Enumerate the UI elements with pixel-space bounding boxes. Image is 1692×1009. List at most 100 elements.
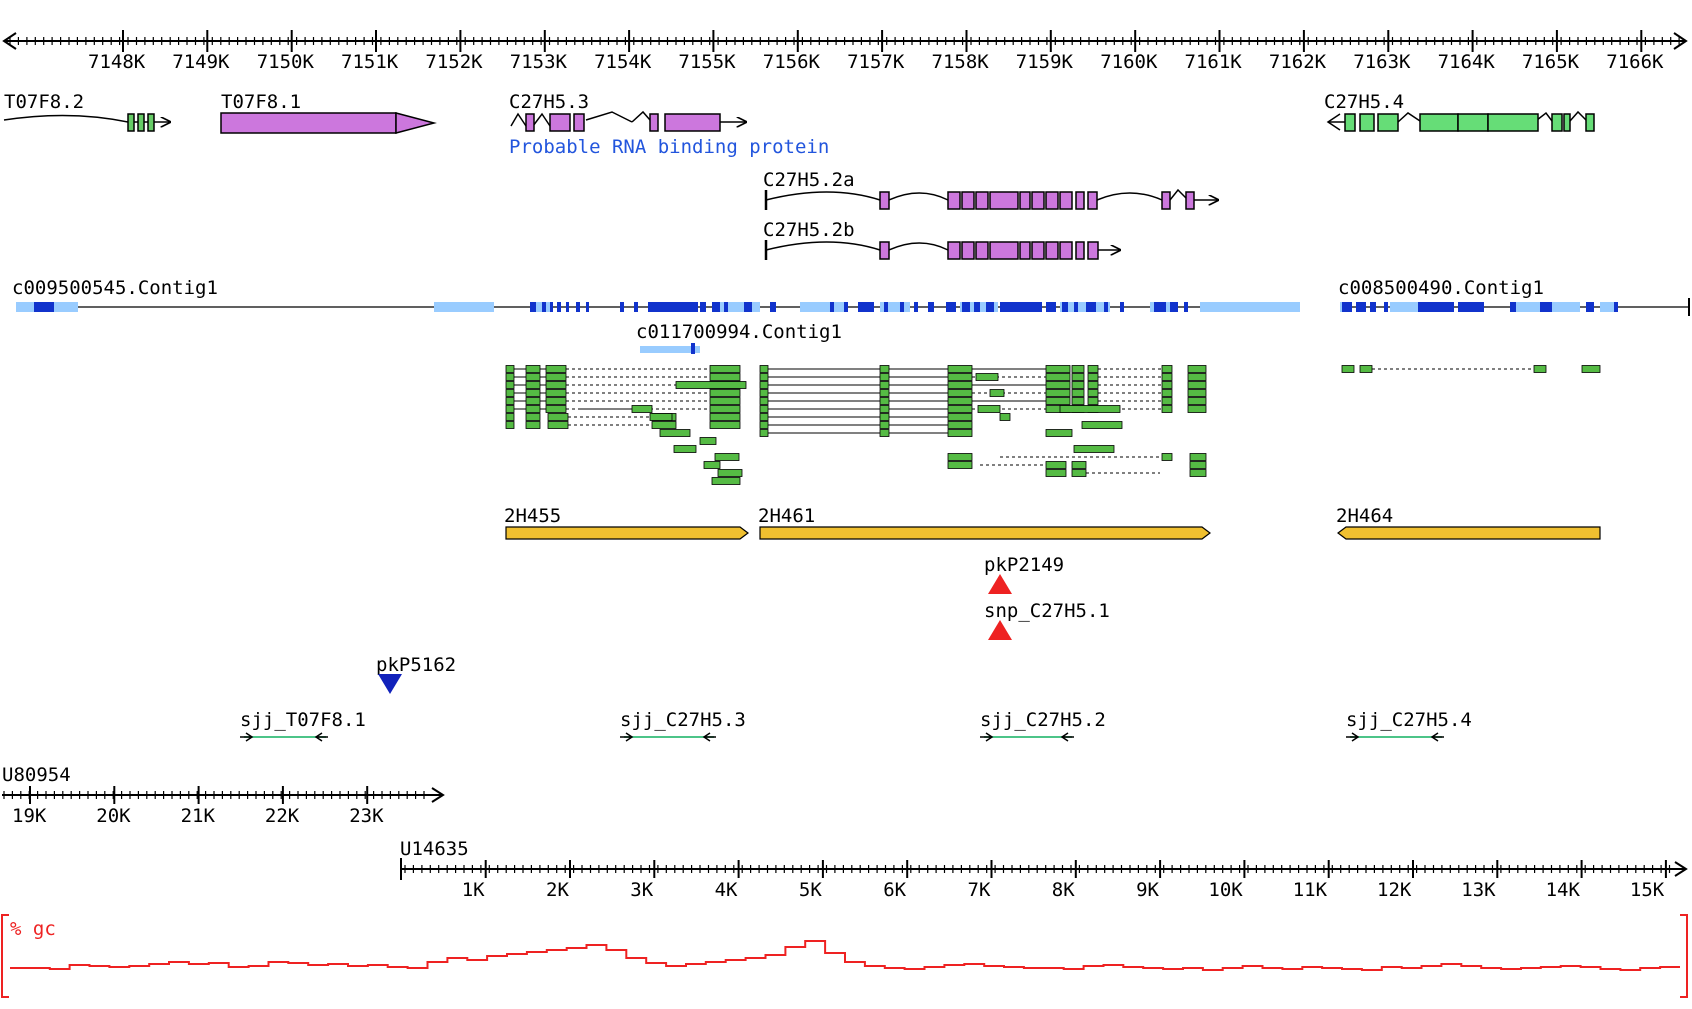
est-exon xyxy=(525,389,541,397)
gene-c27h5-2a[interactable]: C27H5.2a xyxy=(763,169,1218,210)
clone-2h461[interactable]: 2H461 xyxy=(758,505,1211,540)
contig-light-segment xyxy=(1200,302,1300,312)
ruler-tick-label: 7157K xyxy=(847,51,905,73)
est-exon xyxy=(1073,445,1115,453)
triangle-up-icon xyxy=(988,574,1012,594)
est-exon xyxy=(1071,373,1085,381)
est-exon xyxy=(879,413,890,421)
contig-light-segment xyxy=(880,302,910,312)
est-exon xyxy=(879,373,890,381)
u14635-tick-label: 4K xyxy=(715,879,738,901)
marker-snp[interactable]: snp_C27H5.1 xyxy=(984,600,1110,640)
contig-dark-segment xyxy=(962,302,970,312)
contig-dark-segment xyxy=(1384,302,1388,312)
est-exon xyxy=(1581,365,1601,373)
est-exon xyxy=(759,429,769,437)
contig-dark-segment xyxy=(1510,302,1516,312)
est-exon xyxy=(709,365,741,373)
primer-sjj-t07f8-1[interactable]: sjj_T07F8.1 xyxy=(240,709,366,742)
contig-dark-segment xyxy=(1170,302,1178,312)
est-exon xyxy=(989,389,1005,397)
gene-c27h5-4[interactable]: C27H5.4 xyxy=(1324,91,1595,132)
clone-2h464[interactable]: 2H464 xyxy=(1336,505,1601,540)
est-exon xyxy=(1189,469,1207,477)
est-exon xyxy=(1045,461,1067,469)
ruler-tick-label: 7162K xyxy=(1269,51,1327,73)
gene-t07f8-1[interactable]: T07F8.1 xyxy=(220,91,437,134)
gc-label: % gc xyxy=(10,918,56,940)
contig-dark-segment xyxy=(1540,302,1552,312)
est-exon xyxy=(1087,381,1099,389)
clone-2h455[interactable]: 2H455 xyxy=(504,505,749,540)
est-exon xyxy=(1045,373,1071,381)
est-exon xyxy=(759,405,769,413)
contig-dark-segment xyxy=(530,302,536,312)
u14635-tick-label: 1K xyxy=(462,879,485,901)
clone-label-2h455: 2H455 xyxy=(504,505,561,527)
est-exon xyxy=(879,421,890,429)
contig-light-segment xyxy=(1510,302,1540,312)
contig-dark-segment xyxy=(1342,302,1352,312)
est-exon xyxy=(1081,421,1123,429)
est-exon xyxy=(709,389,741,397)
est-exon xyxy=(879,381,890,389)
est-exon xyxy=(525,405,541,413)
contig-dark-segment xyxy=(576,302,580,312)
ruler-tick-label: 7165K xyxy=(1522,51,1580,73)
ruler-tick-label: 7161K xyxy=(1185,51,1243,73)
est-exon xyxy=(1161,373,1173,381)
est-exon xyxy=(1087,373,1099,381)
est-exon xyxy=(1187,365,1207,373)
est-exon xyxy=(759,381,769,389)
est-exon xyxy=(947,397,973,405)
est-exon xyxy=(759,397,769,405)
primer-sjj-c27h5-2[interactable]: sjj_C27H5.2 xyxy=(980,709,1106,742)
contig-dark-segment xyxy=(550,302,553,312)
est-exon xyxy=(1189,461,1207,469)
est-exon xyxy=(879,429,890,437)
est-exon xyxy=(505,421,515,429)
contig-dark-segment xyxy=(1370,302,1376,312)
est-exon xyxy=(505,381,515,389)
ruler-tick-label: 7150K xyxy=(257,51,315,73)
u14635-tick-label: 15K xyxy=(1630,879,1665,901)
gene-t07f8-2[interactable]: T07F8.2 xyxy=(3,91,170,132)
contig-dark-segment xyxy=(1062,302,1068,312)
est-exon xyxy=(1161,453,1173,461)
gene-c27h5-2b[interactable]: C27H5.2b xyxy=(763,219,1120,260)
u14635-tick-label: 7K xyxy=(968,879,991,901)
est-exon xyxy=(1341,365,1355,373)
contig-track xyxy=(16,298,1690,316)
contig-dark-segment xyxy=(770,302,776,312)
u14635-tick-label: 3K xyxy=(630,879,653,901)
gene-label-c27h5-2b: C27H5.2b xyxy=(763,219,855,241)
contig-dark-segment xyxy=(1356,302,1366,312)
marker-pkp5162[interactable]: pkP5162 xyxy=(376,654,456,694)
marker-pkp2149[interactable]: pkP2149 xyxy=(984,554,1064,594)
u14635-tick-label: 6K xyxy=(883,879,906,901)
gene-label-t07f8-2: T07F8.2 xyxy=(4,91,84,113)
contig-light-segment xyxy=(530,302,550,312)
contig-c009500545[interactable]: c009500545.Contig1 xyxy=(12,277,218,299)
contig-dark-segment xyxy=(1418,302,1454,312)
gene-c27h5-3[interactable]: C27H5.3 Probable RNA binding protein xyxy=(509,91,829,158)
est-exon xyxy=(717,469,743,477)
clone-label-2h464: 2H464 xyxy=(1336,505,1393,527)
contig-light-segment xyxy=(1390,302,1420,312)
contig-label-1: c009500545.Contig1 xyxy=(12,277,218,299)
primer-sjj-c27h5-4[interactable]: sjj_C27H5.4 xyxy=(1346,709,1472,742)
contig-c011700994[interactable]: c011700994.Contig1 xyxy=(636,321,842,354)
gene-label-c27h5-3: C27H5.3 xyxy=(509,91,589,113)
contig-dark-segment xyxy=(928,302,934,312)
est-exon xyxy=(1087,365,1099,373)
gene-label-c27h5-4: C27H5.4 xyxy=(1324,91,1404,113)
est-exon xyxy=(1161,365,1173,373)
u80954-tick-label: 23K xyxy=(349,805,384,827)
contig-dark-segment xyxy=(700,302,706,312)
est-exon xyxy=(505,413,515,421)
primer-sjj-c27h5-3[interactable]: sjj_C27H5.3 xyxy=(620,709,746,742)
contig-c008500490[interactable]: c008500490.Contig1 xyxy=(1338,277,1544,299)
contig-dark-segment xyxy=(542,302,546,312)
